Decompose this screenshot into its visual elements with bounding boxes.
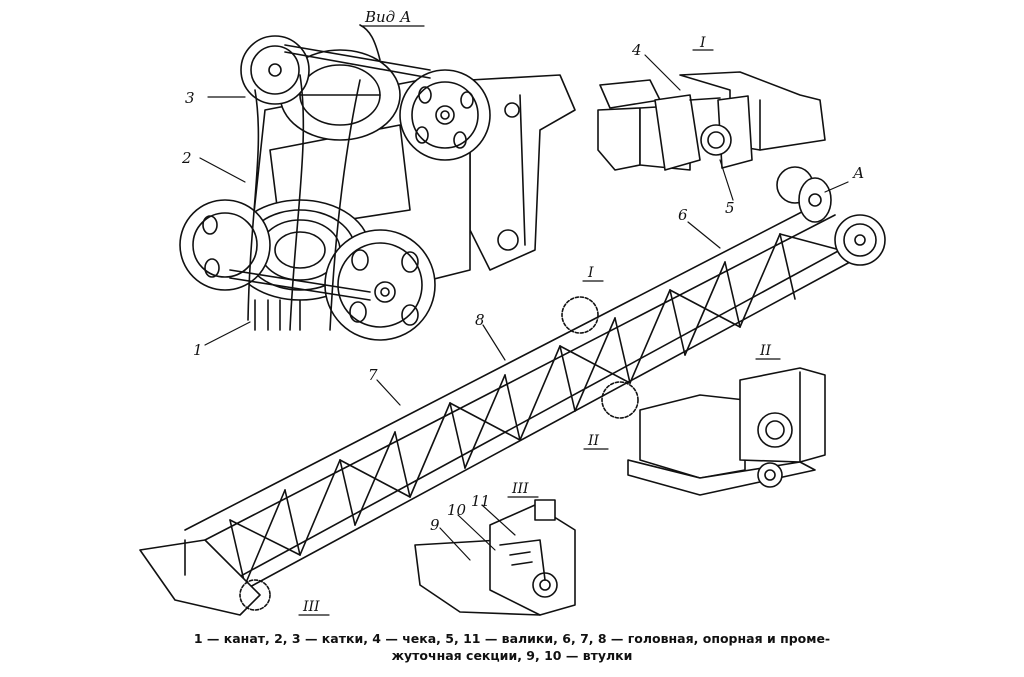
detail-ii-callout: II [587,433,600,449]
label-1: 1 [193,341,203,359]
boom-truss [139,166,886,616]
figure-caption: 1 — канат, 2, 3 — катки, 4 — чека, 5, 11… [0,630,1024,664]
caption-line-2: жуточная секции, 9, 10 — втулки [391,648,633,663]
detail-i-title: I [699,35,706,51]
caption-line-1: 1 — канат, 2, 3 — катки, 4 — чека, 5, 11… [193,631,831,646]
detail-iii-tail-joint [414,499,576,616]
label-7: 7 [368,366,378,384]
view-a-marker: А [852,164,864,182]
label-6: 6 [678,206,688,224]
detail-ii-support-joint [627,367,826,496]
label-8: 8 [475,311,485,329]
view-a-title: Вид А [364,8,411,26]
label-11: 11 [471,492,490,510]
label-3: 3 [185,89,195,107]
label-10: 10 [447,501,467,519]
leader-lines [199,54,849,561]
view-a-roller-carriage [179,24,576,341]
detail-iii-title: III [511,481,529,497]
detail-i-pin-joint [597,71,826,171]
label-4: 4 [631,41,642,59]
detail-iii-callout: III [302,599,320,615]
label-5: 5 [725,199,735,217]
detail-i-callout: I [587,265,594,281]
label-9: 9 [430,516,440,534]
detail-ii-title: II [759,343,772,359]
label-2: 2 [181,149,192,167]
